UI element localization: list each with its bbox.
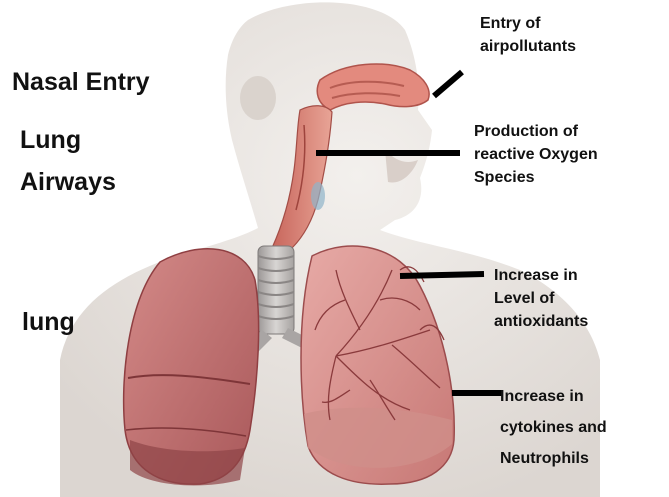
- label-ros-line1: Production of: [474, 120, 598, 143]
- label-ros-line3: Species: [474, 166, 598, 189]
- label-nasal-entry: Nasal Entry: [12, 68, 150, 97]
- callout-line-entry: [434, 72, 462, 96]
- label-lung-lower: lung: [22, 308, 75, 337]
- label-lung: Lung: [20, 126, 81, 155]
- label-cyto-line3: Neutrophils: [500, 443, 607, 474]
- label-airways: Airways: [20, 168, 116, 197]
- label-entry-line1: Entry of: [480, 12, 576, 35]
- label-increase-antioxidants: Increase in Level of antioxidants: [494, 264, 588, 334]
- label-reactive-oxygen-species: Production of reactive Oxygen Species: [474, 120, 598, 190]
- label-cyto-line2: cytokines and: [500, 412, 607, 443]
- label-antiox-line3: antioxidants: [494, 310, 588, 333]
- callout-line-antioxidants: [400, 274, 484, 276]
- label-entry-airpollutants: Entry of airpollutants: [480, 12, 576, 58]
- label-antiox-line1: Increase in: [494, 264, 588, 287]
- label-entry-line2: airpollutants: [480, 35, 576, 58]
- label-increase-cytokines: Increase in cytokines and Neutrophils: [500, 381, 607, 475]
- label-antiox-line2: Level of: [494, 287, 588, 310]
- label-ros-line2: reactive Oxygen: [474, 143, 598, 166]
- label-cyto-line1: Increase in: [500, 381, 607, 412]
